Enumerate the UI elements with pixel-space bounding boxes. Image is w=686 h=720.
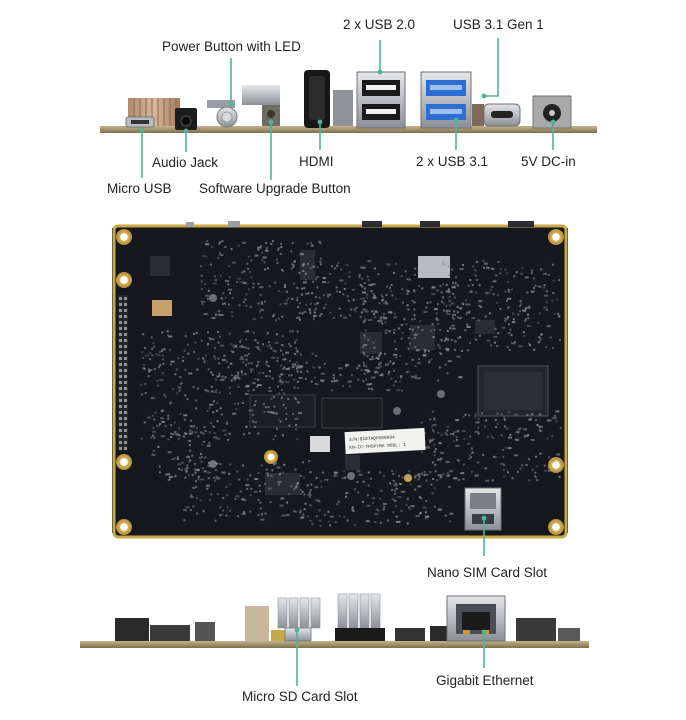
gpio-header bbox=[118, 295, 128, 450]
label-dc-in: 5V DC-in bbox=[521, 154, 576, 169]
label-usb31-gen1: USB 3.1 Gen 1 bbox=[453, 17, 544, 32]
label-micro-usb: Micro USB bbox=[107, 181, 172, 196]
sticker-line2: KN-IC-TM5PYMA MODL: 1 bbox=[349, 442, 406, 451]
heatsink-fins-bottom bbox=[277, 593, 381, 629]
pcb-edge-bottom bbox=[80, 641, 589, 648]
pcb-edge-top bbox=[100, 126, 597, 133]
label-audio-jack: Audio Jack bbox=[152, 155, 219, 170]
label-ethernet: Gigabit Ethernet bbox=[436, 673, 534, 688]
label-usb31: 2 x USB 3.1 bbox=[416, 154, 489, 169]
label-hdmi: HDMI bbox=[299, 154, 334, 169]
pcb-board bbox=[112, 224, 568, 539]
label-micro-sd: Micro SD Card Slot bbox=[242, 689, 358, 704]
label-power-button: Power Button with LED bbox=[162, 39, 301, 54]
sticker-line1: S/N:8187AQP000094 bbox=[349, 434, 395, 442]
leader-dots bbox=[139, 69, 556, 635]
top-edge-view bbox=[100, 70, 597, 133]
bottom-edge-view bbox=[80, 593, 589, 648]
board-sticker: S/N:8187AQP000094 KN-IC-TM5PYMA MODL: 1 bbox=[344, 427, 426, 455]
leader-lines bbox=[141, 38, 554, 686]
label-nano-sim: Nano SIM Card Slot bbox=[427, 565, 548, 580]
nano-sim-slot bbox=[464, 487, 502, 531]
board-bottom-view: S/N:8187AQP000094 KN-IC-TM5PYMA MODL: 1 bbox=[112, 221, 568, 539]
label-usb20: 2 x USB 2.0 bbox=[343, 17, 416, 32]
label-upgrade-button: Software Upgrade Button bbox=[199, 181, 351, 196]
